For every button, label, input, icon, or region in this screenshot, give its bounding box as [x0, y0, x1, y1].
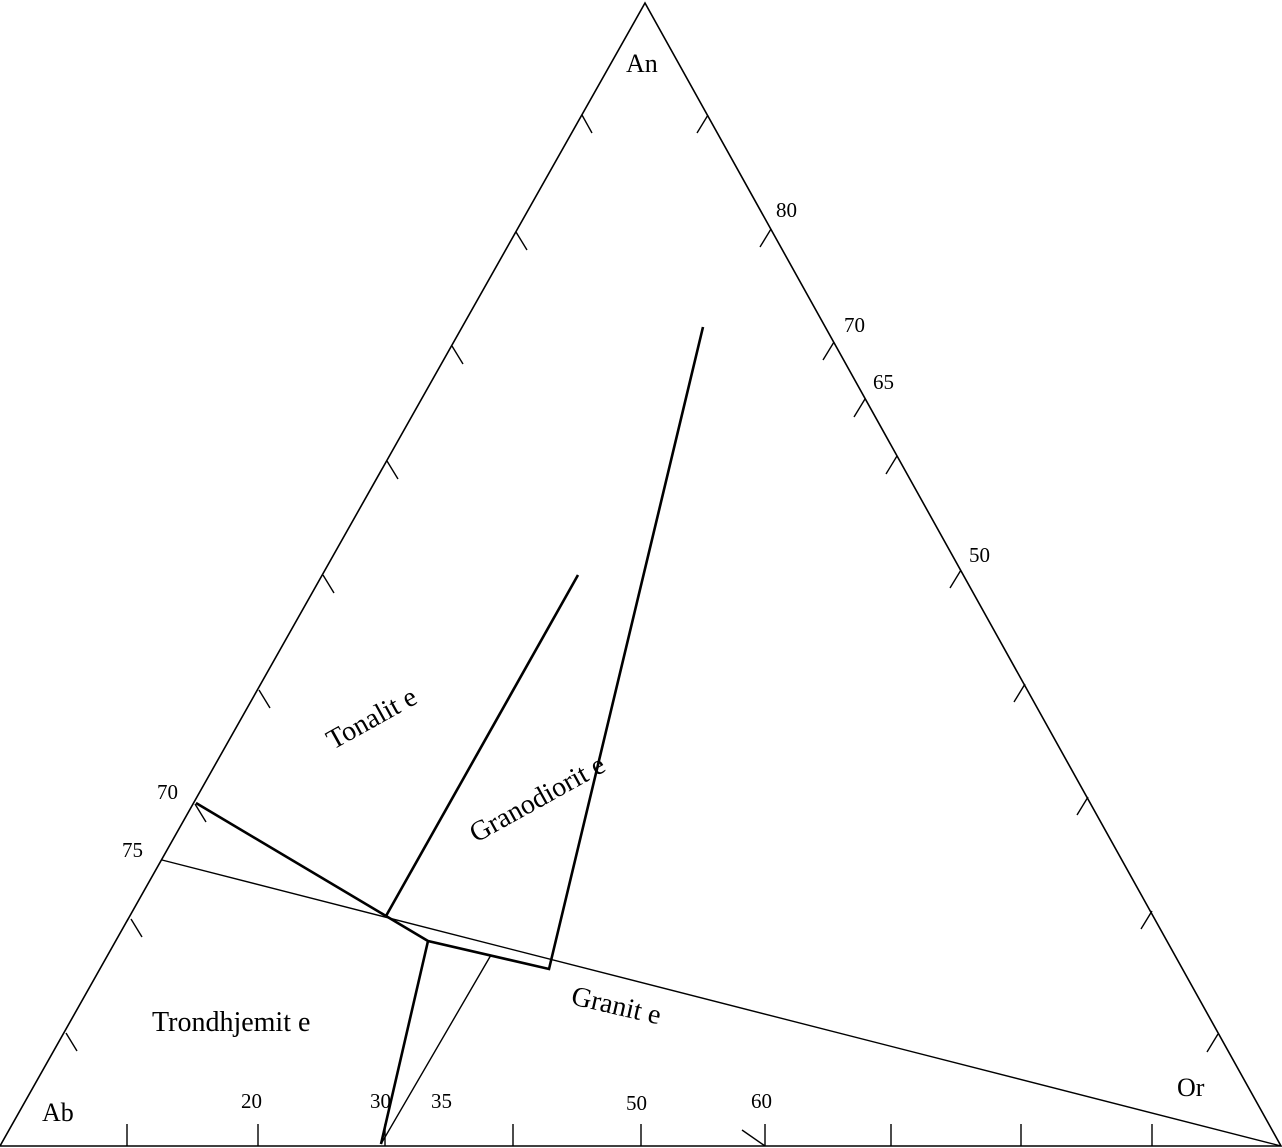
boundary-35-line [380, 954, 492, 1145]
right-tick-label: 50 [969, 543, 990, 567]
tick [1140, 910, 1153, 930]
tick [822, 341, 835, 361]
bottom-tick-label: 20 [241, 1089, 262, 1113]
tick [1076, 796, 1089, 816]
tick [451, 345, 464, 365]
right-tick-label: 80 [776, 198, 797, 222]
tick [853, 398, 866, 418]
bottom-tick-label: 50 [626, 1091, 647, 1115]
vertex-label-ab: Ab [42, 1098, 74, 1127]
tick [322, 574, 335, 594]
right-tick-label: 70 [844, 313, 865, 337]
bottom-tick-label: 60 [751, 1089, 772, 1113]
tick [130, 918, 143, 938]
bottom-tick-label: 30 [370, 1089, 391, 1113]
tick [1013, 683, 1026, 703]
tick [696, 114, 709, 134]
left-ticks [65, 114, 593, 1052]
boundary-tonalite-granodiorite [384, 574, 580, 917]
tick [581, 114, 593, 134]
tick [885, 455, 898, 475]
tick [65, 1032, 78, 1052]
left-tick-label: 75 [122, 838, 143, 862]
vertex-label-or: Or [1177, 1073, 1205, 1102]
bottom-tick-label: 35 [431, 1089, 452, 1113]
boundary-75-to-or [161, 859, 1282, 1147]
vertex-label-an: An [626, 49, 658, 78]
region-label-trondhjemite: Trondhjemit e [152, 1007, 310, 1038]
right-tick-label: 65 [873, 370, 894, 394]
boundary-trondhjemite-granite [379, 940, 430, 1145]
right-ticks [696, 114, 1219, 1053]
region-label-granite: Granit e [568, 981, 664, 1032]
tick [759, 228, 772, 248]
boundary-granodiorite-base [385, 326, 705, 971]
tick [515, 231, 528, 251]
left-tick-label: 70 [157, 780, 178, 804]
tick [258, 689, 271, 709]
tick [741, 1129, 766, 1147]
tick [386, 460, 399, 480]
tick [1206, 1033, 1219, 1053]
field-boundaries [161, 326, 1282, 1147]
tick [949, 569, 962, 589]
region-label-tonalite: Tonalit e [321, 681, 422, 756]
boundary-70-to-junction [195, 801, 387, 918]
bottom-ticks [126, 1124, 1153, 1147]
tick [194, 803, 207, 823]
